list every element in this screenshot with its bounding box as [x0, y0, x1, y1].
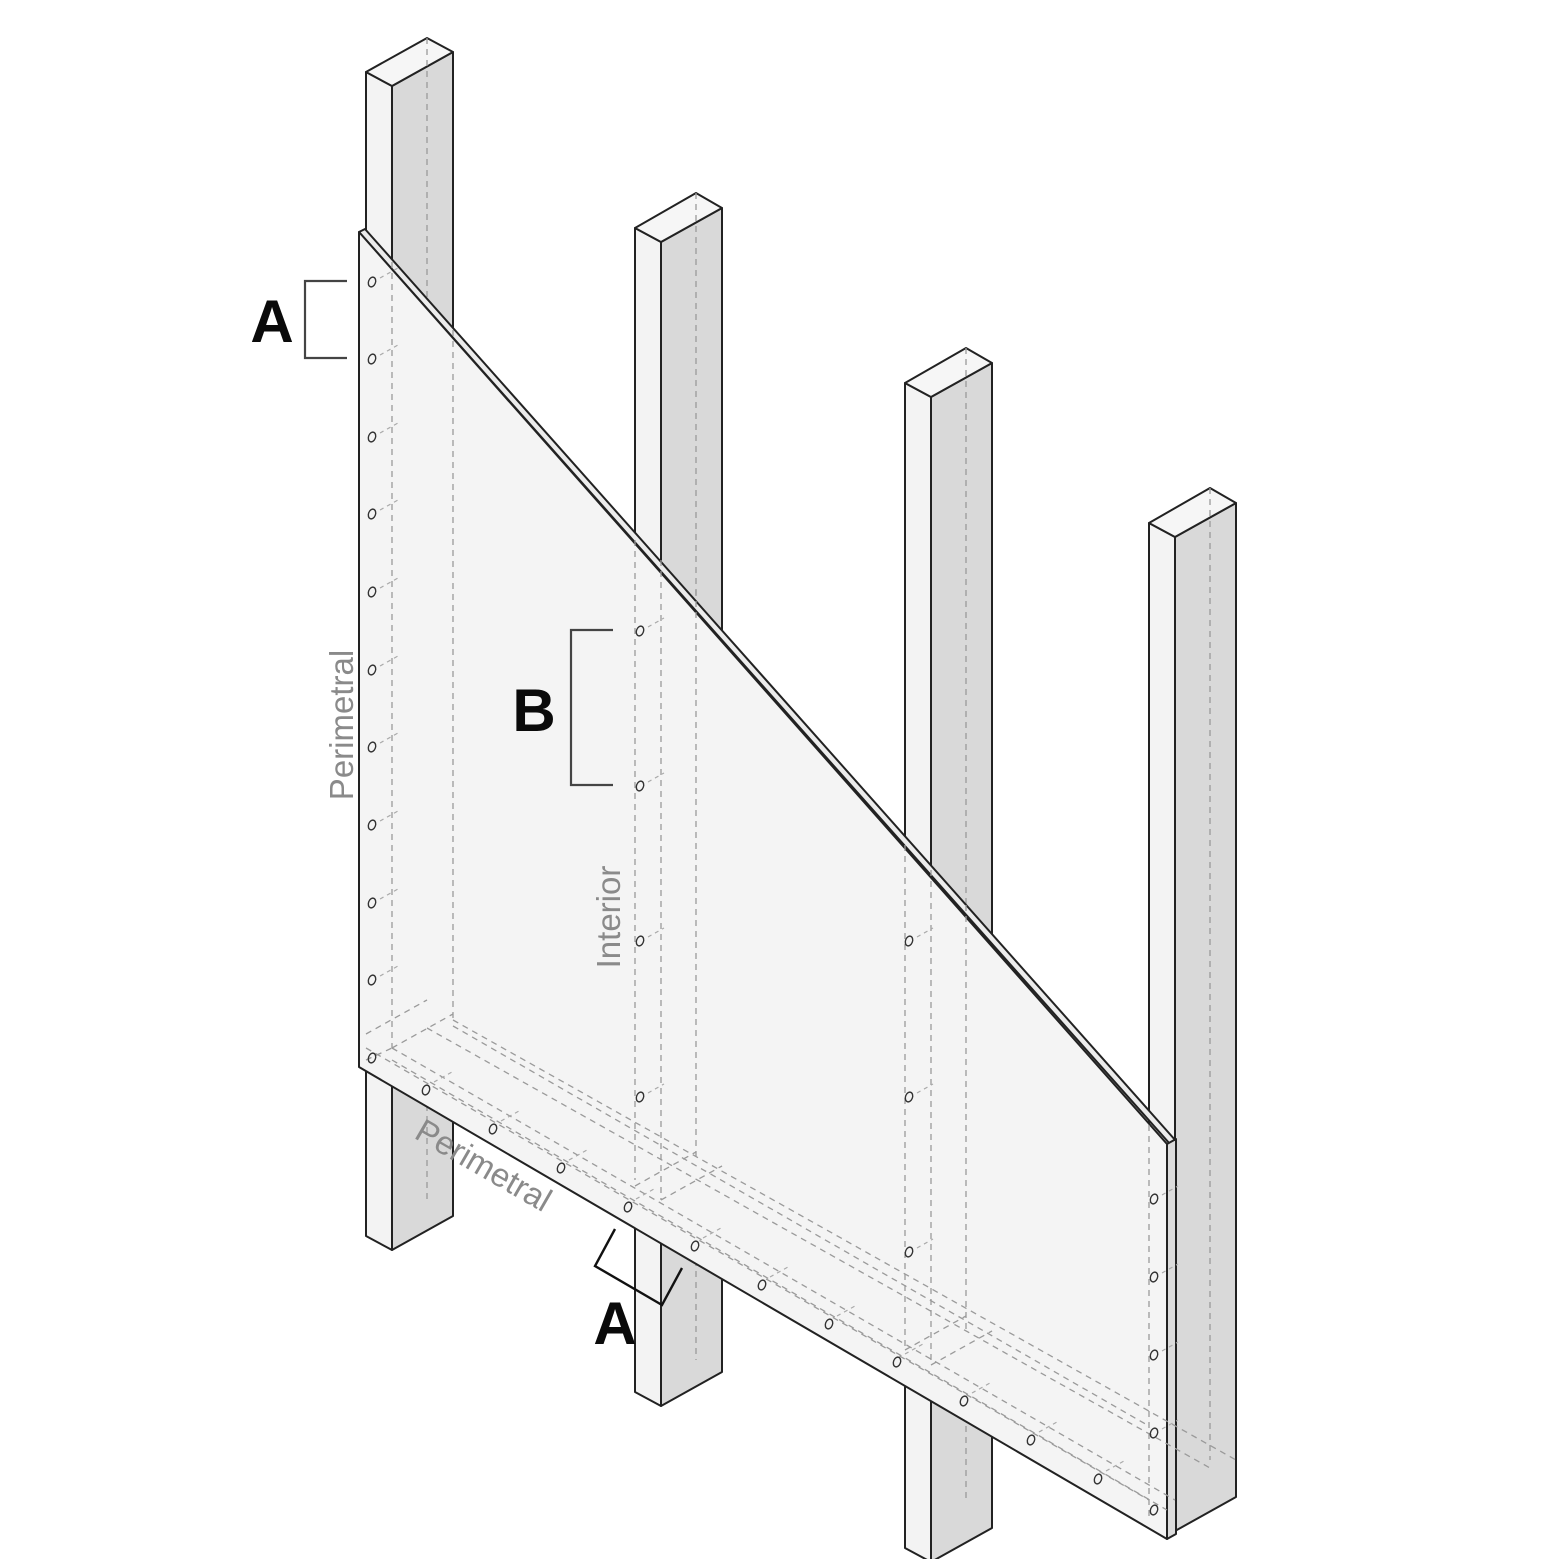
screw — [1093, 1460, 1125, 1485]
screw — [367, 499, 399, 520]
screw — [904, 1083, 934, 1103]
screw — [367, 577, 399, 598]
label-perimetral-vertical: Perimetral — [323, 650, 360, 800]
screw — [367, 810, 399, 831]
label-a-bottom: A — [593, 1290, 636, 1357]
screw — [367, 965, 399, 986]
label-interior: Interior — [590, 866, 627, 969]
screw — [1026, 1421, 1058, 1446]
screw — [1149, 1185, 1179, 1205]
screw — [367, 888, 399, 909]
screws-right-perimeter — [1149, 1185, 1179, 1516]
screw — [1149, 1341, 1179, 1361]
screw — [1149, 1504, 1159, 1516]
screw — [1149, 1419, 1179, 1439]
screw — [904, 1238, 934, 1258]
screw — [367, 655, 399, 676]
screw — [367, 344, 399, 365]
label-a-top: A — [250, 288, 293, 355]
screw — [959, 1382, 991, 1407]
screws-left-perimeter — [367, 267, 399, 1064]
screw — [635, 927, 665, 947]
screw — [367, 1052, 377, 1064]
screw — [690, 1227, 722, 1252]
screw — [635, 772, 665, 792]
screw — [556, 1149, 588, 1174]
screw — [367, 422, 399, 443]
screw — [824, 1305, 856, 1330]
bracket-a-bottom — [593, 1228, 684, 1307]
screw — [367, 267, 399, 288]
screw — [623, 1188, 655, 1213]
gypsum-board — [358, 228, 1177, 1540]
screw — [635, 617, 665, 637]
bracket-a-top — [303, 279, 347, 360]
label-b: B — [512, 677, 555, 744]
screws-bottom-perimeter — [421, 1071, 1125, 1485]
screw — [757, 1266, 789, 1291]
screw — [421, 1071, 453, 1096]
screw — [488, 1110, 520, 1135]
screw — [1149, 1263, 1179, 1283]
screw — [904, 927, 934, 947]
screw — [892, 1343, 924, 1368]
hidden-framing-lines — [365, 262, 1237, 1517]
bracket-b — [569, 628, 613, 787]
screw — [635, 1083, 665, 1103]
screw — [367, 732, 399, 753]
screws-interior — [635, 617, 934, 1258]
